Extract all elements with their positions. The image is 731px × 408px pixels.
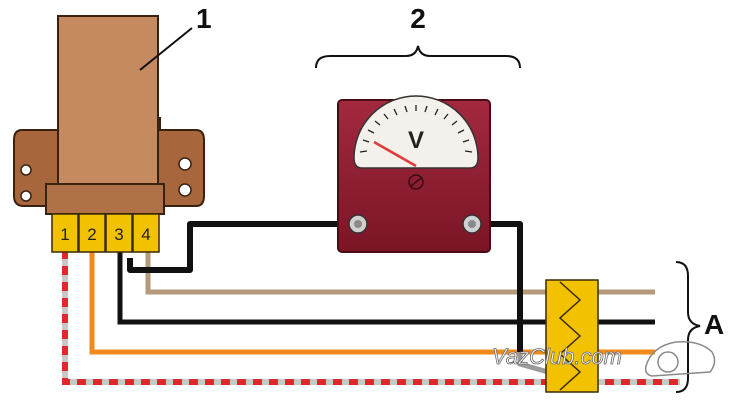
watermark-car-logo: [644, 340, 716, 377]
mounting-hole-bottom-right: [178, 183, 192, 197]
terminal-negative[interactable]: [348, 214, 368, 234]
wire-pin2-orange: [89, 250, 655, 355]
voltmeter-needle: [373, 140, 417, 168]
brace-A: [675, 261, 701, 393]
voltmeter-dial: [353, 95, 479, 169]
callout-wires: A: [675, 261, 724, 393]
wire-pin4-tan: [145, 250, 655, 295]
mounting-hole-top-left: [20, 164, 32, 176]
watermark: VazClub.com: [492, 340, 716, 377]
probe-lead-to-pin3: [127, 221, 358, 273]
leader-line-1: [139, 27, 193, 71]
sensor-unit: [13, 15, 205, 215]
wire-clip: [545, 279, 599, 393]
callout-sensor: 1: [139, 3, 212, 71]
callout-label-A: A: [704, 309, 724, 340]
wire-pin1-red-stripe-overlay: [62, 250, 680, 385]
probe-lead-grey-tip: [517, 352, 549, 375]
callout-label-2: 2: [410, 3, 426, 34]
callout-voltmeter: 2: [315, 3, 521, 69]
terminal-positive[interactable]: [462, 214, 482, 234]
mounting-hole-bottom-left: [20, 190, 32, 202]
connector-pin-4[interactable]: [132, 213, 160, 253]
pin-label-4: 4: [141, 225, 150, 244]
pin-label-1: 1: [60, 225, 69, 244]
wire-clip-zigzag: [558, 281, 582, 391]
mounting-hole-top-right: [178, 157, 192, 171]
dial-scale-ticks: [359, 105, 473, 153]
connector-block: 1 2 3 4: [51, 213, 160, 253]
connector-pin-1[interactable]: [51, 213, 79, 253]
voltmeter-unit-label: V: [408, 127, 424, 154]
zero-adjust-icon[interactable]: [408, 174, 424, 190]
wire-clip-body: [545, 279, 599, 393]
connector-pin-3[interactable]: [105, 213, 133, 253]
pin-label-3: 3: [114, 225, 123, 244]
sensor-body: [57, 15, 159, 187]
wire-pin3-black: [117, 250, 655, 325]
voltmeter: V: [337, 95, 491, 253]
brace-2: [315, 45, 521, 69]
pin-label-2: 2: [87, 225, 96, 244]
connector-pin-2[interactable]: [78, 213, 106, 253]
watermark-text: VazClub.com: [492, 344, 622, 369]
callout-label-1: 1: [196, 3, 212, 34]
connector-housing: [45, 183, 165, 215]
